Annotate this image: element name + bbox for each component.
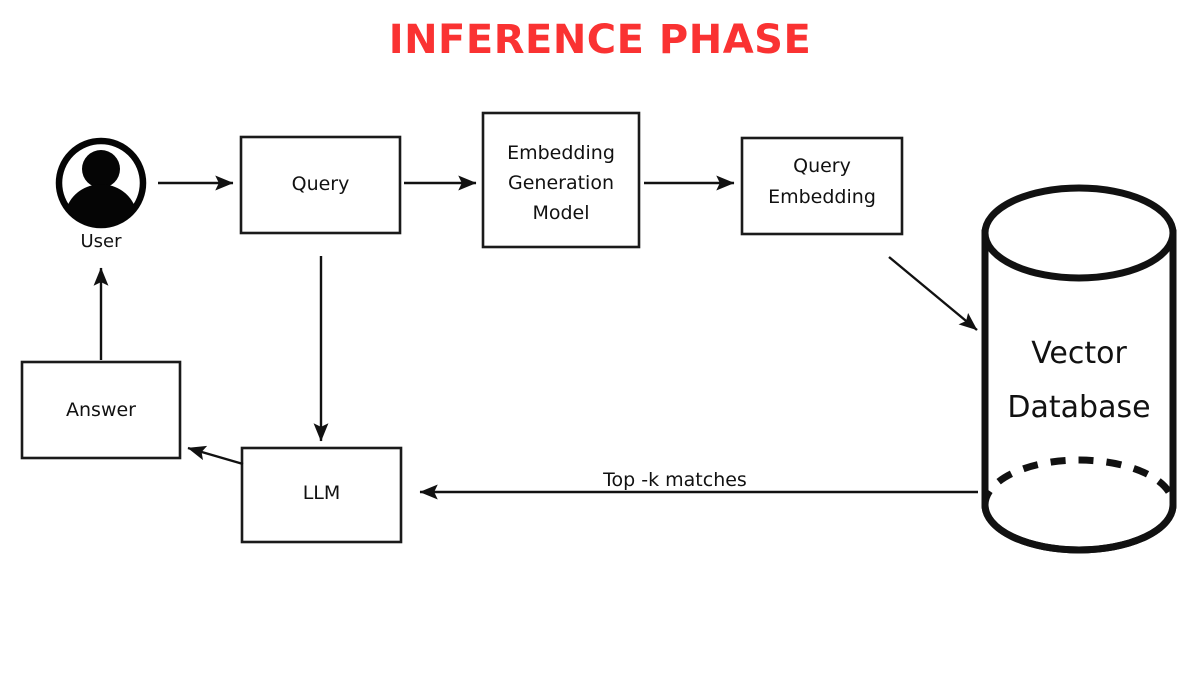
user-label: User bbox=[80, 231, 122, 252]
edge-query-embedding-to-vector-database bbox=[888, 256, 978, 331]
query-label: Query bbox=[292, 173, 350, 195]
query-embedding-node[interactable]: Query Embedding bbox=[740, 136, 904, 236]
llm-label: LLM bbox=[303, 482, 341, 504]
page-title: INFERENCE PHASE bbox=[389, 17, 812, 63]
query-embedding-line-2: Embedding bbox=[768, 186, 876, 208]
embedding-model-line-3: Model bbox=[532, 202, 589, 224]
query-embedding-line-1: Query bbox=[793, 155, 851, 177]
embedding-model-line-2: Generation bbox=[508, 172, 614, 194]
answer-label: Answer bbox=[66, 399, 136, 421]
vector-database-line-2: Database bbox=[1007, 390, 1150, 425]
user-avatar-icon bbox=[55, 137, 147, 229]
embedding-generation-model-node[interactable]: Embedding Generation Model bbox=[481, 111, 641, 249]
vector-database-line-1: Vector bbox=[1031, 336, 1127, 371]
top-k-matches-label: Top -k matches bbox=[602, 469, 747, 491]
vector-database-node[interactable]: Vector Database bbox=[981, 184, 1177, 554]
answer-node[interactable]: Answer bbox=[20, 360, 182, 460]
query-node[interactable]: Query bbox=[239, 135, 402, 235]
llm-node[interactable]: LLM bbox=[240, 446, 403, 544]
edge-llm-to-answer bbox=[187, 445, 244, 466]
embedding-model-line-1: Embedding bbox=[507, 142, 615, 164]
